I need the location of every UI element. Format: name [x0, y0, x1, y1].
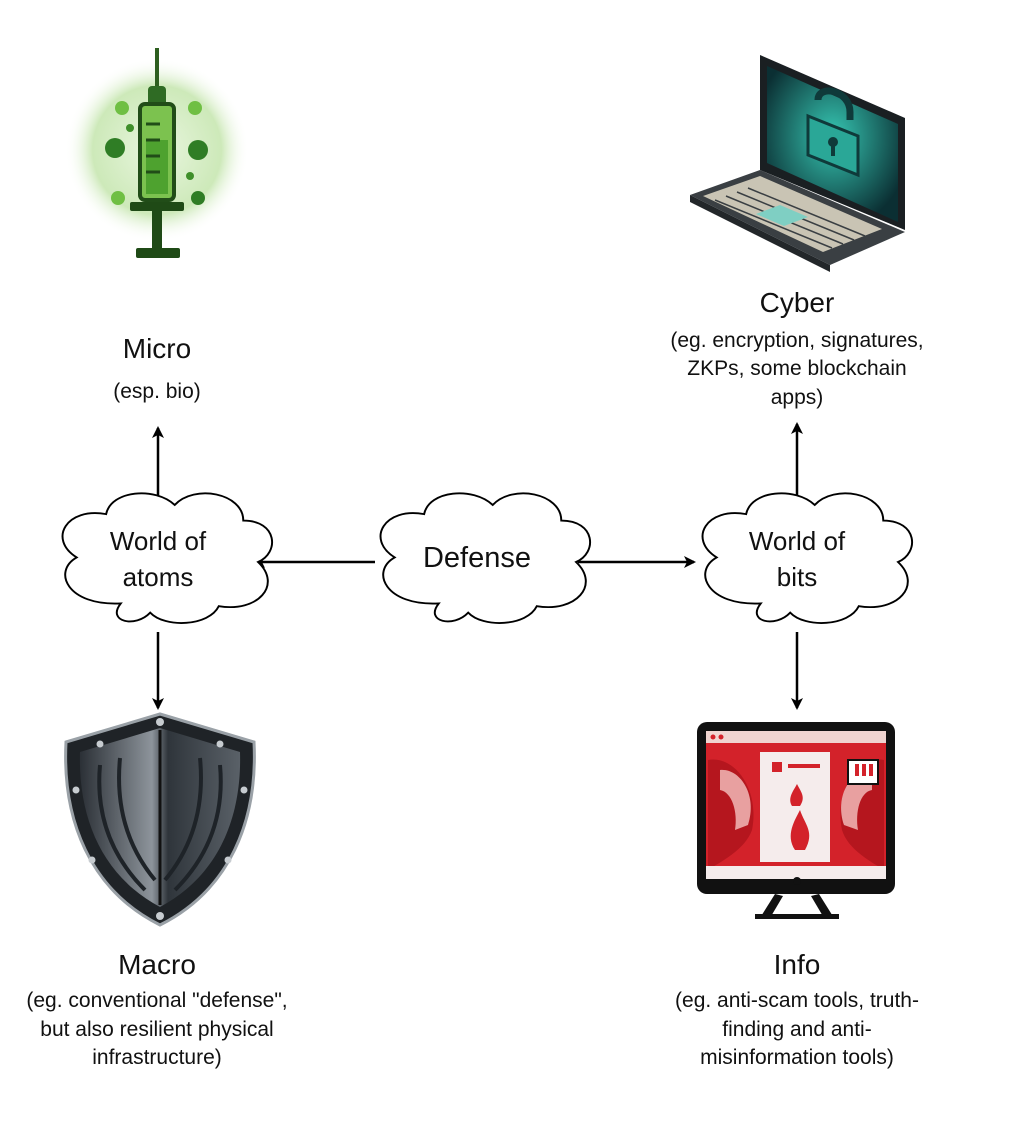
macro-desc-1: (eg. conventional "defense", [26, 989, 287, 1012]
atoms-label-line1: World of [110, 526, 207, 556]
info-desc-1: (eg. anti-scam tools, truth- [675, 989, 919, 1012]
micro-title: Micro [123, 333, 191, 364]
syringe-icon [65, 48, 249, 258]
atoms-label-line2: atoms [123, 562, 194, 592]
cyber-desc-3: apps) [771, 386, 824, 409]
defense-label: Defense [423, 542, 531, 574]
monitor-argument-icon [697, 722, 895, 919]
macro-title: Macro [118, 949, 196, 980]
shield-icon [64, 712, 256, 927]
info-desc-2: finding and anti- [722, 1018, 871, 1041]
connectors [152, 422, 803, 710]
bits-label-line2: bits [777, 562, 817, 592]
macro-desc-3: infrastructure) [92, 1046, 222, 1069]
info-desc-3: misinformation tools) [700, 1046, 894, 1069]
cyber-desc-1: (eg. encryption, signatures, [670, 329, 923, 352]
cyber-desc-2: ZKPs, some blockchain [687, 357, 906, 380]
cyber-title: Cyber [760, 287, 835, 318]
cloud-atoms [61, 492, 274, 624]
bits-label-line1: World of [749, 526, 846, 556]
cloud-bits [701, 492, 914, 624]
laptop-lock-icon [690, 55, 905, 272]
macro-desc-2: but also resilient physical [40, 1018, 273, 1041]
info-title: Info [774, 949, 821, 980]
micro-desc-1: (esp. bio) [113, 380, 201, 403]
